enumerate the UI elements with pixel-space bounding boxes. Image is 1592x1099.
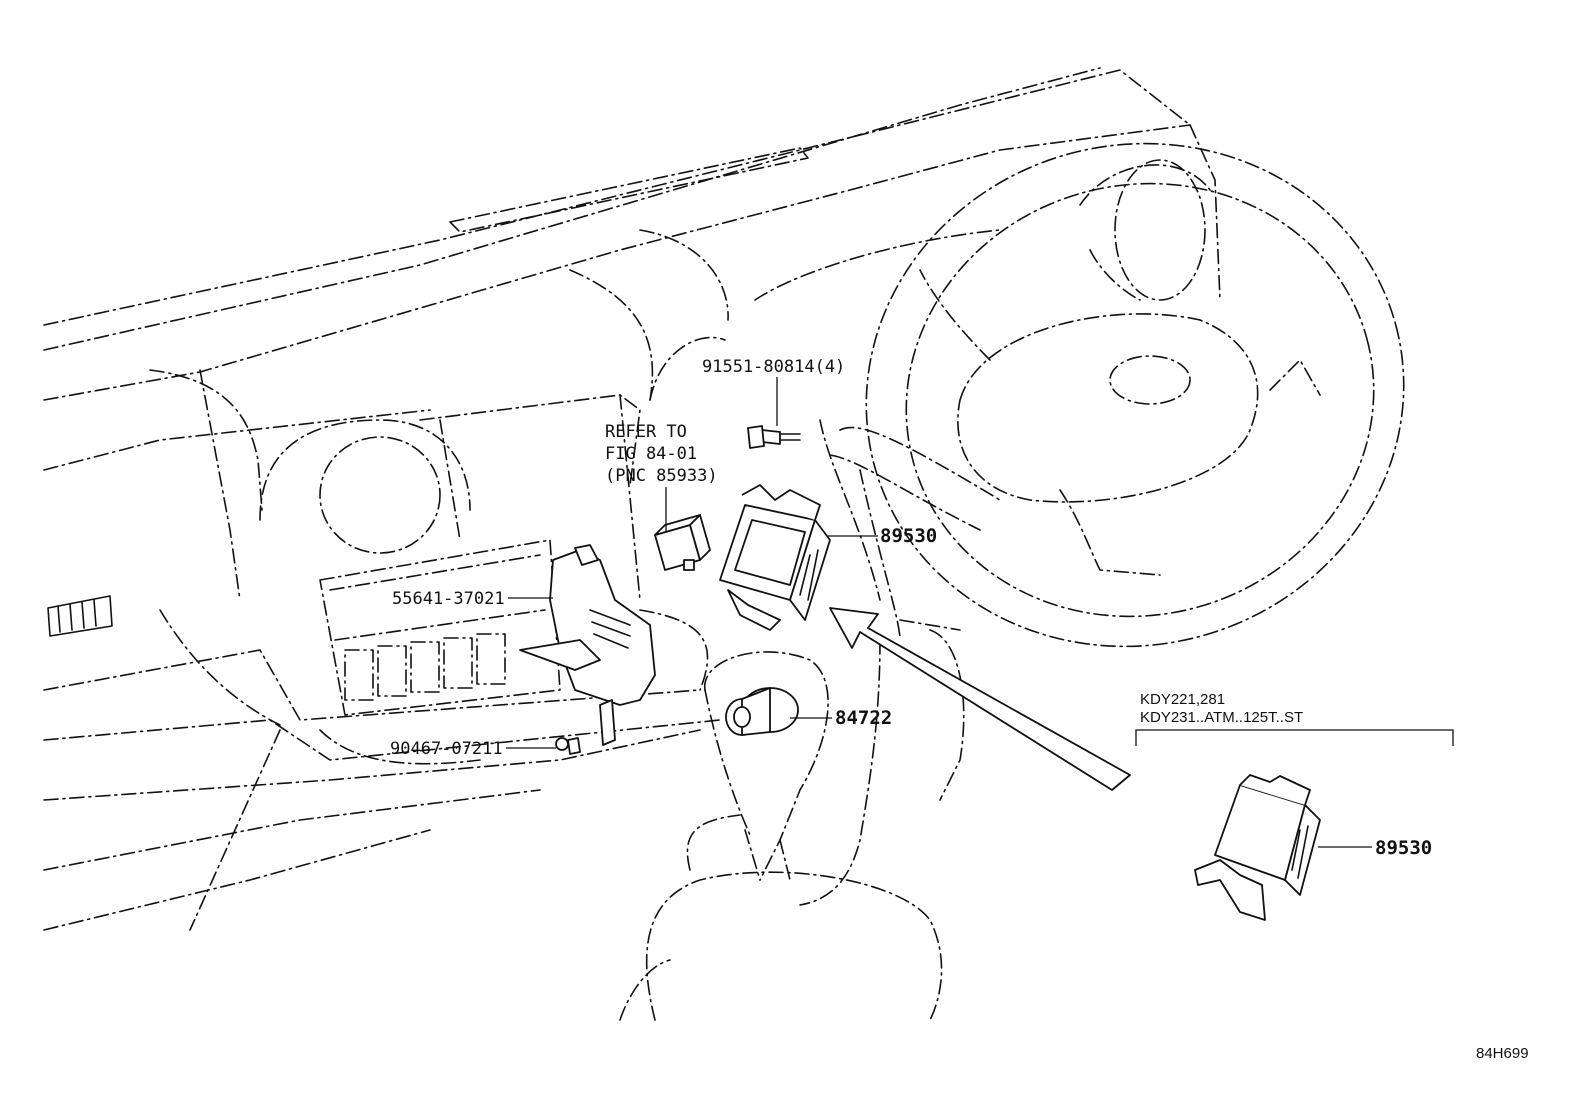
switch-part [725, 687, 799, 736]
ecu-main-part [719, 484, 831, 631]
shift-lever [619, 651, 943, 1021]
ecu-alt-part [1194, 774, 1321, 921]
callout-ecu-alt: 89530 [1375, 837, 1432, 859]
callout-bracket: 55641-37021 [392, 589, 505, 609]
relay-part [654, 514, 711, 571]
bolt-part [747, 425, 801, 449]
callout-refer-line2: FIG 84-01 [605, 444, 697, 464]
dashboard-outline [43, 67, 1221, 931]
figure-code: 84H699 [1476, 1045, 1529, 1062]
callout-clip: 90467-07211 [390, 739, 503, 759]
callout-refer-line1: REFER TO [605, 422, 687, 442]
variant-note-line2: KDY231..ATM..125T..ST [1140, 709, 1303, 726]
variant-note-line1: KDY221,281 [1140, 691, 1225, 708]
callouts: 91551-80814(4) REFER TO FIG 84-01 (PNC 8… [390, 357, 1529, 1062]
clip-part [555, 737, 581, 755]
direction-arrow [829, 607, 1131, 791]
steering-wheel [865, 142, 1405, 648]
callout-bolt: 91551-80814(4) [702, 357, 845, 377]
callout-refer-line3: (PNC 85933) [605, 466, 718, 486]
bracket-part [519, 544, 656, 746]
callout-ecu-main: 89530 [880, 525, 937, 547]
callout-switch: 84722 [835, 707, 892, 729]
leader-lines [506, 377, 1454, 848]
